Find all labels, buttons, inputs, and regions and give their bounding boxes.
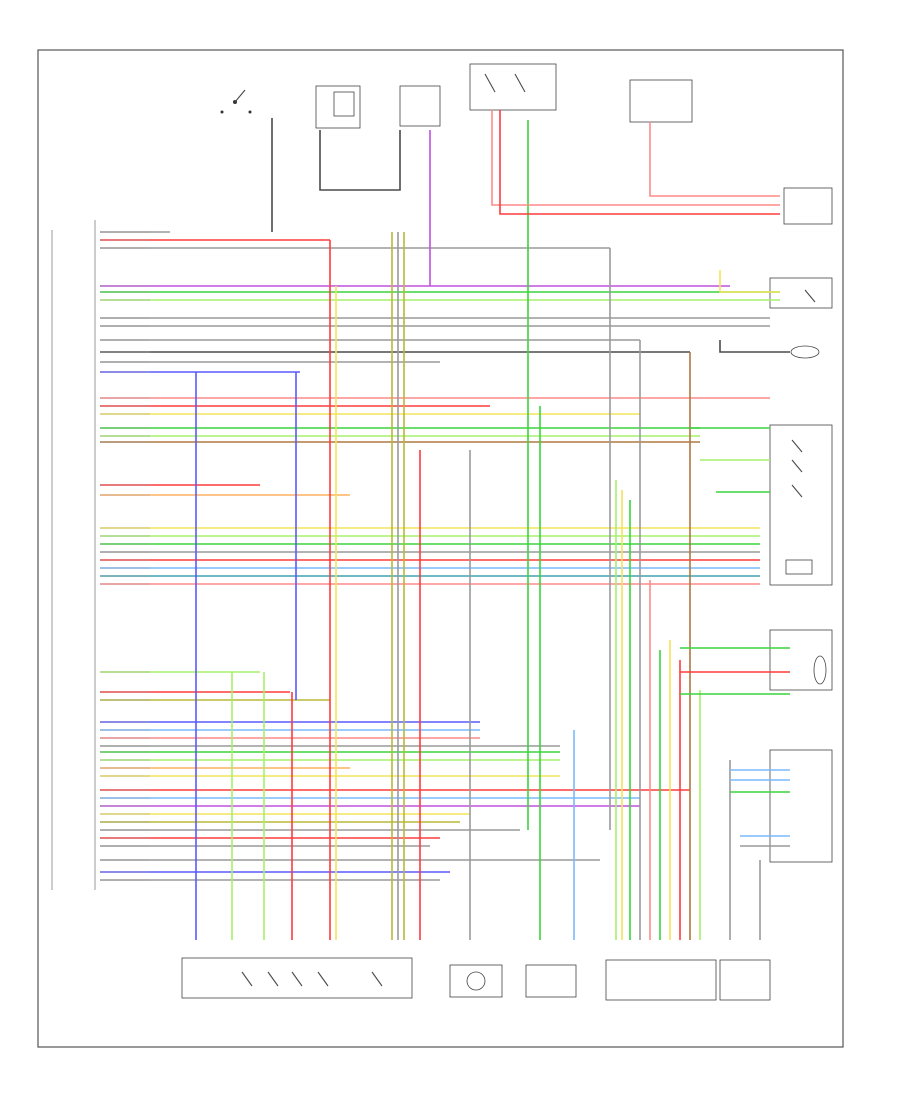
overdrive-feed [719,340,790,353]
main-relay-red2 [499,110,780,215]
shift-lock-feed [719,270,780,293]
ecm-pin-group [100,231,150,881]
right-side-relay [399,85,441,127]
wire-group [100,110,790,940]
overdrive-switch [790,345,820,359]
fuse-box [629,79,693,123]
range-switch [769,424,833,586]
vehicle-speed-sensor [449,964,503,998]
fuse-red [649,122,780,197]
transmission-control-unit [769,629,833,691]
range-switch-bottom [181,957,413,999]
lockup-solenoid [719,959,771,1001]
shift-solenoids [605,959,717,1001]
left-side-relay [315,85,361,129]
ignition-switch [220,89,252,114]
main-relay [469,63,557,111]
relay-feed [319,130,401,191]
stoplight-switch [783,187,833,225]
ecm-connector [51,220,96,890]
input-speed-sensor [525,964,577,998]
diagram-frame [37,49,844,1048]
shift-lock [769,277,833,309]
main-relay-red [491,110,780,206]
engine-ecm [769,749,833,863]
